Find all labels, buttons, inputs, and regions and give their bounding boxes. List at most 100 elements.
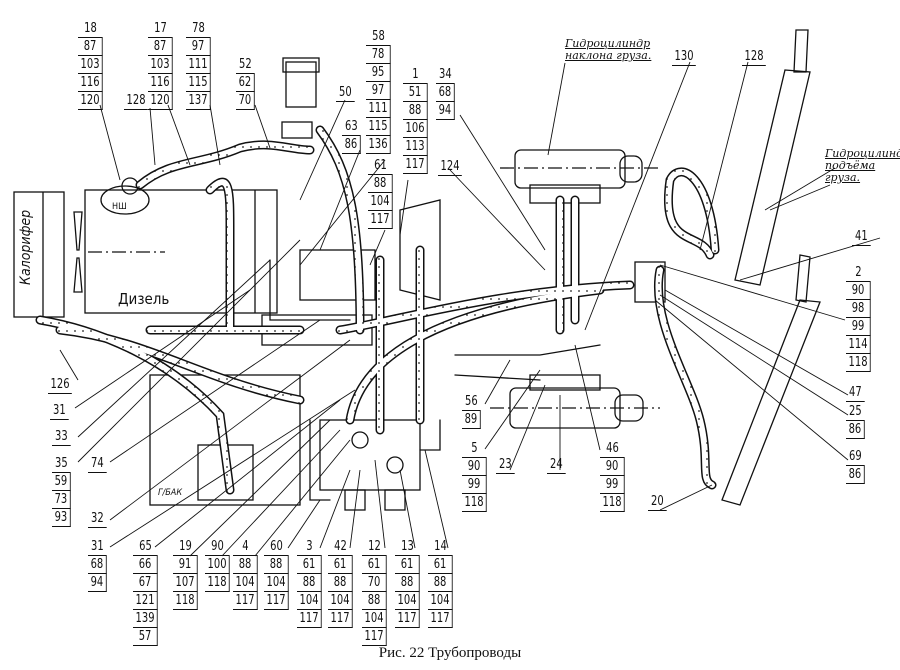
callout-number: 73 bbox=[52, 491, 71, 509]
callout-number: 114 bbox=[846, 336, 871, 354]
callout-number: 52 bbox=[236, 56, 255, 74]
callout-number: 113 bbox=[403, 138, 428, 156]
callout-number: 117 bbox=[395, 610, 420, 628]
callout-number: 118 bbox=[600, 494, 625, 512]
callout-number: 3 bbox=[297, 538, 322, 556]
lift-cylinder-label: Гидроцилиндр подъёма груза. bbox=[825, 148, 900, 184]
callout-number: 61 bbox=[297, 556, 322, 574]
callout-stack: 32 bbox=[88, 510, 110, 528]
tilt-cylinder-label: Гидроцилиндр наклона груза. bbox=[565, 38, 651, 62]
callout-number: 12 bbox=[362, 538, 387, 556]
callout-number: 50 bbox=[336, 84, 355, 102]
callout-number: 88 bbox=[297, 574, 322, 592]
callout-number: 23 bbox=[496, 456, 515, 474]
callout-number: 137 bbox=[186, 92, 211, 110]
callout-number: 18 bbox=[78, 20, 103, 38]
diesel-label: Дизель bbox=[118, 290, 170, 308]
callout-number: 25 bbox=[846, 403, 865, 421]
callout-stack: 124 bbox=[438, 158, 466, 176]
callout-number: 63 bbox=[342, 118, 361, 136]
callout-number: 58 bbox=[366, 28, 391, 46]
callout-number: 117 bbox=[233, 592, 258, 610]
callout-number: 17 bbox=[148, 20, 173, 38]
callout-number: 47 bbox=[846, 384, 865, 402]
callout-number: 61 bbox=[428, 556, 453, 574]
callout-number: 111 bbox=[366, 100, 391, 118]
callout-number: 19 bbox=[173, 538, 198, 556]
callout-stack: 128 bbox=[742, 48, 770, 66]
callout-number: 104 bbox=[362, 610, 387, 628]
callout-number: 100 bbox=[205, 556, 230, 574]
callout-number: 87 bbox=[148, 38, 173, 56]
callout-number: 94 bbox=[436, 102, 455, 120]
callout-stack: 23 bbox=[496, 456, 518, 474]
callout-number: 118 bbox=[173, 592, 198, 610]
callout-number: 88 bbox=[403, 102, 428, 120]
callout-number: 103 bbox=[148, 56, 173, 74]
callout-number: 65 bbox=[133, 538, 158, 556]
figure-caption: Рис. 22 Трубопроводы bbox=[378, 645, 522, 661]
callout-number: 90 bbox=[600, 458, 625, 476]
callout-number: 126 bbox=[48, 376, 73, 394]
callout-number: 130 bbox=[672, 48, 697, 66]
callout-number: 106 bbox=[403, 120, 428, 138]
callout-number: 118 bbox=[846, 354, 871, 372]
callout-number: 104 bbox=[233, 574, 258, 592]
callout-number: 88 bbox=[395, 574, 420, 592]
callout-number: 68 bbox=[88, 556, 107, 574]
callout-number: 128 bbox=[124, 92, 149, 110]
callout-number: 5 bbox=[462, 440, 487, 458]
callout-number: 20 bbox=[648, 493, 667, 511]
callout-number: 98 bbox=[846, 300, 871, 318]
callout-number: 103 bbox=[78, 56, 103, 74]
callout-number: 99 bbox=[462, 476, 487, 494]
callout-number: 97 bbox=[186, 38, 211, 56]
callout-stack: 20 bbox=[648, 493, 670, 511]
control-valve-outline bbox=[319, 419, 421, 491]
callout-number: 60 bbox=[264, 538, 289, 556]
callout-number: 59 bbox=[52, 473, 71, 491]
callout-number: 78 bbox=[366, 46, 391, 64]
radiator-label: Калорифер bbox=[18, 209, 34, 285]
diesel-outline bbox=[84, 189, 278, 314]
callout-number: 90 bbox=[462, 458, 487, 476]
callout-number: 117 bbox=[297, 610, 322, 628]
callout-number: 99 bbox=[600, 476, 625, 494]
callout-number: 111 bbox=[186, 56, 211, 74]
callout-number: 117 bbox=[328, 610, 353, 628]
lift-cylinder-label-line2: подъёма груза. bbox=[825, 159, 876, 184]
tank-label: Г/БАК bbox=[158, 488, 183, 498]
callout-number: 51 bbox=[403, 84, 428, 102]
callout-number: 89 bbox=[462, 411, 481, 429]
callout-number: 93 bbox=[52, 509, 71, 527]
callout-number: 62 bbox=[236, 74, 255, 92]
callout-number: 61 bbox=[368, 157, 393, 175]
callout-number: 128 bbox=[742, 48, 767, 66]
callout-number: 70 bbox=[236, 92, 255, 110]
callout-number: 104 bbox=[264, 574, 289, 592]
callout-number: 104 bbox=[328, 592, 353, 610]
callout-number: 115 bbox=[186, 74, 211, 92]
callout-stack: 50 bbox=[336, 84, 358, 102]
callout-number: 118 bbox=[462, 494, 487, 512]
callout-number: 121 bbox=[133, 592, 158, 610]
pump-label: НШ bbox=[112, 202, 127, 212]
callout-number: 136 bbox=[366, 136, 391, 154]
